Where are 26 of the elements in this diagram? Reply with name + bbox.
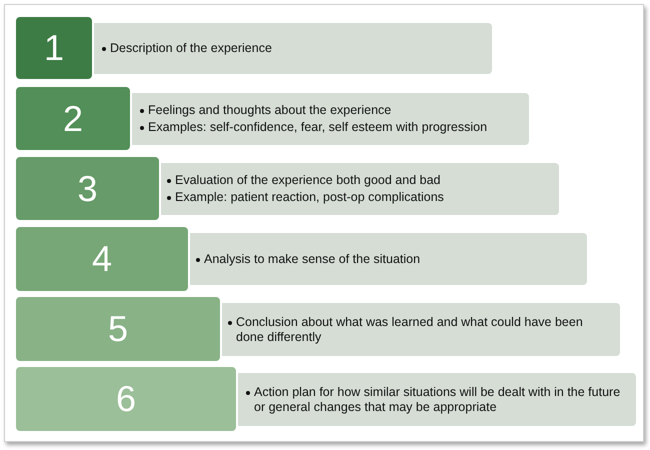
step-text-box [94, 21, 494, 76]
step-text-box [132, 91, 531, 147]
bullet-text: Analysis to make sense of the situation [204, 252, 420, 266]
step-number: 2 [62, 98, 84, 140]
step-number-box [14, 225, 190, 293]
step-number-box [14, 15, 94, 81]
bullet-text: Action plan for how similar situations will be dealt with in the future or general changes that may be appropriate [254, 384, 622, 414]
step-number: 6 [116, 378, 136, 420]
step-text-box [222, 301, 622, 358]
step-number-box [14, 85, 132, 152]
bullet-text: Description of the experience [110, 41, 272, 56]
bullet-text: Feelings and thoughts about the experience [148, 103, 392, 118]
step-text-box [190, 231, 589, 287]
step-number-box [14, 155, 161, 222]
step-number-box [14, 365, 238, 433]
bullet-text: Examples: self-confidence, fear, self esteem with progression [148, 120, 488, 135]
bullet-text: Evaluation of the experience both good and bad [175, 173, 440, 188]
step-number-box [14, 295, 222, 363]
step-text-box [238, 371, 638, 428]
step-number: 1 [44, 27, 64, 69]
bullet-text: Conclusion about what was learned and what could have been done differently [236, 314, 584, 344]
bullet-text: Example: patient reaction, post-op complications [175, 190, 444, 205]
step-number: 4 [92, 238, 112, 280]
step-text-box [161, 161, 561, 217]
step-number: 5 [108, 308, 128, 350]
step-number: 3 [77, 168, 98, 210]
